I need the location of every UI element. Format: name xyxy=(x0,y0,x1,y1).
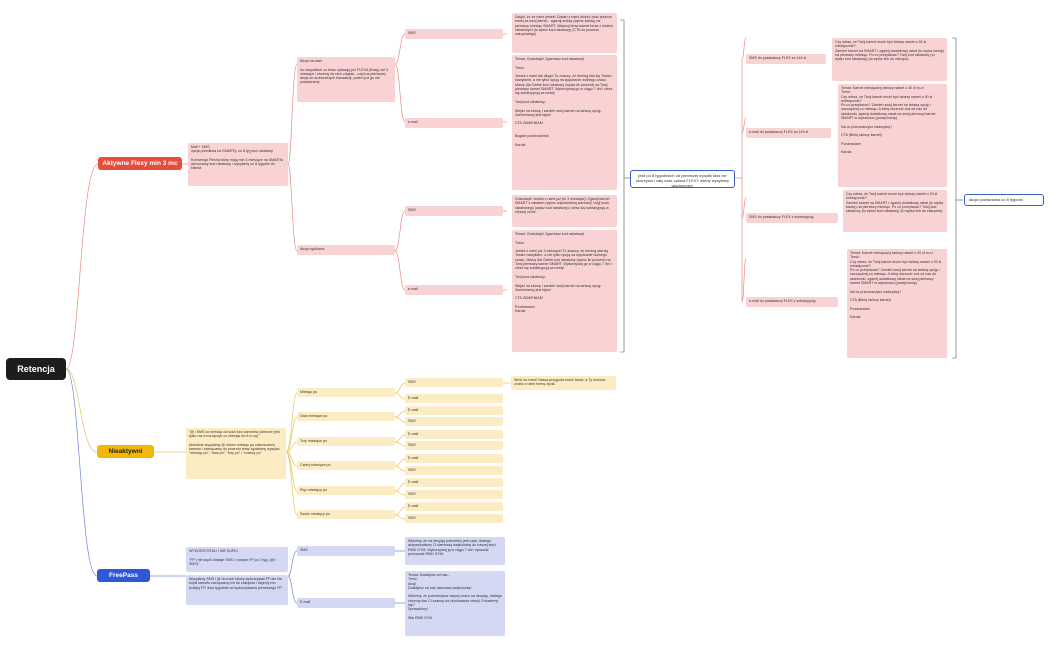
akcja-start-email-text[interactable]: Temat: Gratulacje! Zgarniasz kod rabatow… xyxy=(512,55,617,190)
month-1-note[interactable]: Wróć do mnie! Nasza przygoda może trwać,… xyxy=(511,376,616,390)
branch-inactive[interactable]: Nieaktywni xyxy=(97,445,154,458)
freepass-email-text[interactable]: Temat: Dostajesz od nas... Treść: Ahoj! … xyxy=(405,571,505,636)
bridge-note[interactable]: jeśli po 8 tygodniach od pierwszej wysył… xyxy=(630,170,735,188)
month-3-ch1[interactable]: E-mail xyxy=(405,430,503,439)
smssub-text[interactable]: Czy wiesz, że Twój karnet może być tańsz… xyxy=(843,190,947,232)
freepass-desc-2[interactable]: Wysyłamy SMS i @ do ludzi którzy wykorzy… xyxy=(186,575,288,605)
email149-text[interactable]: Temat: Karnet miesięczny tańszy nawet o … xyxy=(838,84,947,187)
root-node[interactable]: Retencja xyxy=(6,358,66,380)
month-4[interactable]: Cztery miesiące po xyxy=(297,461,395,470)
month-2[interactable]: Dwa miesiące po xyxy=(297,412,395,421)
freepass-sms-text[interactable]: Widzimy, że na decyzję potrzebny jest cz… xyxy=(405,537,505,565)
akcja-cykliczna-sms-label[interactable]: SMS xyxy=(405,206,503,216)
freepass-sms-label[interactable]: SMS xyxy=(297,546,395,556)
akcja-cykliczna-email-text[interactable]: Temat: Gratulacje! Zgarniasz kod rabatow… xyxy=(512,230,617,352)
emailsub-text[interactable]: Temat: Karnet miesięczny tańszy nawet o … xyxy=(847,249,947,358)
month-2-ch2[interactable]: SMS xyxy=(405,417,503,426)
email149-label[interactable]: e-mail do posiadaczy FLEX za 149 zł xyxy=(746,128,831,138)
month-1-ch1[interactable]: SMS xyxy=(405,378,503,387)
branch-freepass[interactable]: FreePass xyxy=(97,569,150,582)
akcja-cykliczna-email-label[interactable]: e-mail xyxy=(405,285,503,295)
sms149-text[interactable]: Czy wiesz, że Twój karnet może być tańsz… xyxy=(832,38,947,81)
month-1-ch2[interactable]: E-mail xyxy=(405,394,503,403)
sms149-label[interactable]: SMS do posiadaczy FLEX za 149 zł xyxy=(746,54,826,64)
month-3-ch2[interactable]: SMS xyxy=(405,441,503,450)
akcja-start-sms-label[interactable]: SMS xyxy=(405,29,503,39)
month-4-ch2[interactable]: SMS xyxy=(405,466,503,475)
month-2-ch1[interactable]: E-mail xyxy=(405,406,503,415)
month-5[interactable]: Pięć miesięcy po xyxy=(297,486,395,495)
month-5-ch2[interactable]: SMS xyxy=(405,490,503,499)
month-6[interactable]: Sześć miesięcy po xyxy=(297,510,395,519)
akcja-cykliczna-node[interactable]: Akcja cykliczna xyxy=(297,245,395,255)
month-6-ch2[interactable]: SMS xyxy=(405,514,503,523)
emailsub-label[interactable]: e-mail do posiadaczy FLEX z subskrypcją xyxy=(746,297,838,307)
month-5-ch1[interactable]: E-mail xyxy=(405,478,503,487)
akcja-start-sms-text[interactable]: Dzięki, że ze nami jesteś! Zostań z nami… xyxy=(512,13,617,53)
akcja-cykliczna-sms-text[interactable]: Gratulacje! Jesteś z nami już (tu 3 mies… xyxy=(512,195,617,227)
month-4-ch1[interactable]: E-mail xyxy=(405,454,503,463)
month-1[interactable]: Miesiąc po xyxy=(297,388,395,397)
akcja-start-email-label[interactable]: e-mail xyxy=(405,118,503,128)
freepass-email-label[interactable]: E-mail xyxy=(297,598,395,608)
month-6-ch1[interactable]: E-mail xyxy=(405,502,503,511)
branch-flexy[interactable]: Aktywne Flexy min 3 mc xyxy=(98,157,182,170)
flexy-description[interactable]: Mail + SMS opcja przedłuża na SMARTy, co… xyxy=(188,143,288,186)
month-3[interactable]: Trzy miesiące po xyxy=(297,437,395,446)
repeat-note[interactable]: akcja powtarzana co 8 tygodni xyxy=(964,194,1044,206)
smssub-label[interactable]: SMS do posiadaczy FLEX z subskrypcją xyxy=(746,213,838,223)
akcja-start-node[interactable]: Akcja na start do wszystkich co teraz op… xyxy=(297,57,395,102)
freepass-desc-1[interactable]: WYKORZYSTALI I NIE KUPILI "FP i nie kupi… xyxy=(186,547,288,572)
inactive-description[interactable]: "@ i SMS co miesiąc do ludzi bez karnetó… xyxy=(186,428,286,479)
